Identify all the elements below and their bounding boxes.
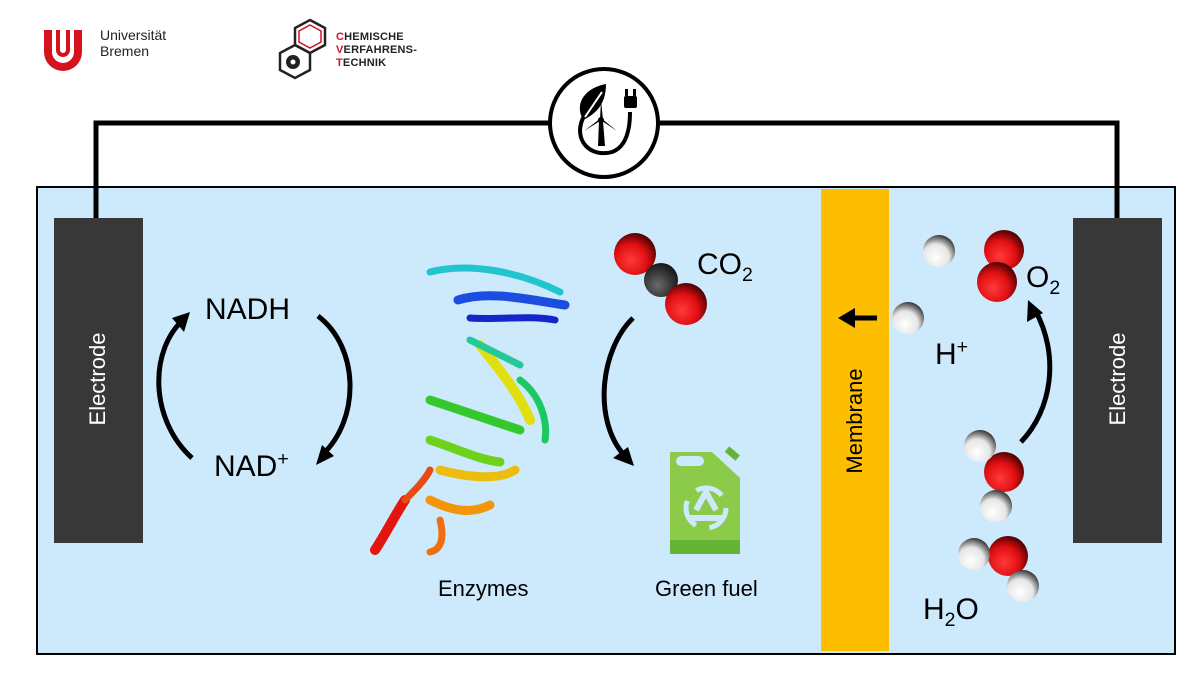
nadh-label: NADH bbox=[205, 293, 291, 326]
nad-plus-label: NAD+ bbox=[214, 448, 289, 483]
water-label: H2O bbox=[923, 593, 979, 631]
green-fuel-label: Green fuel bbox=[655, 576, 758, 601]
o2-label: O2 bbox=[1026, 261, 1061, 299]
water-molecule-icon bbox=[958, 536, 1039, 602]
university-name-line2: Bremen bbox=[100, 43, 150, 59]
institute-line-2: VERFAHRENS- bbox=[336, 44, 418, 56]
chemische-verfahrenstechnik-logo bbox=[278, 18, 327, 80]
o2-molecule-icon bbox=[977, 230, 1024, 302]
membrane bbox=[821, 189, 889, 651]
co2-label: CO2 bbox=[697, 248, 753, 286]
co2-conversion-arrow-icon bbox=[601, 316, 635, 457]
institute-line-3: TECHNIK bbox=[336, 57, 387, 69]
institute-line-1: CHEMISCHE bbox=[336, 31, 404, 43]
left-electrode-label: Electrode bbox=[85, 332, 110, 426]
renewable-energy-icon bbox=[548, 67, 660, 179]
university-bremen-logo bbox=[44, 30, 82, 71]
university-name: Universität Bremen bbox=[100, 27, 166, 59]
institute-name: CHEMISCHE VERFAHRENS- TECHNIK bbox=[336, 31, 417, 70]
enzymes-label: Enzymes bbox=[438, 576, 529, 601]
co2-molecule-icon bbox=[614, 233, 707, 325]
green-fuel-canister-icon bbox=[670, 446, 740, 554]
proton-atom-icon bbox=[892, 302, 924, 334]
proton-atom-icon bbox=[923, 235, 955, 267]
left-electrode bbox=[54, 218, 143, 543]
right-electrode-label: Electrode bbox=[1105, 332, 1130, 426]
enzyme-protein-structure-icon bbox=[370, 264, 570, 556]
membrane-label: Membrane bbox=[842, 368, 867, 474]
nadh-cycle-arrows-icon bbox=[156, 314, 353, 460]
water-molecule-icon bbox=[964, 430, 1024, 522]
university-name-line1: Universität bbox=[100, 27, 167, 43]
proton-label: H+ bbox=[935, 336, 969, 371]
proton-transfer-arrow-icon bbox=[838, 308, 877, 328]
right-electrode bbox=[1073, 218, 1162, 543]
water-oxidation-arrow-icon bbox=[1019, 308, 1053, 444]
